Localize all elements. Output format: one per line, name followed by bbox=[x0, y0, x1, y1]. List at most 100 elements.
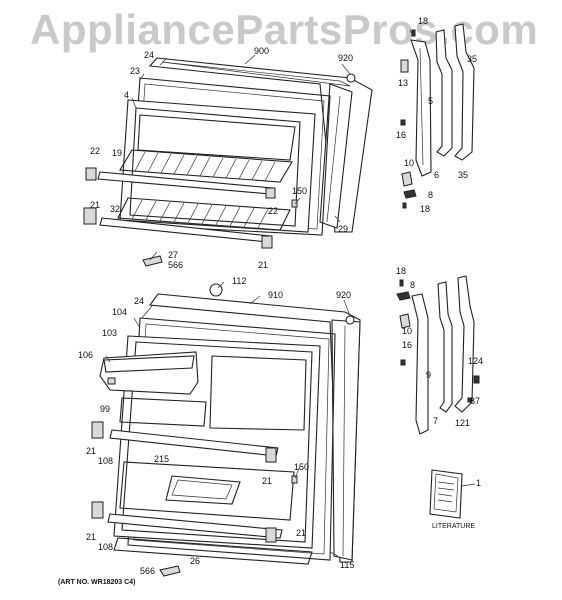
callout-22-right: 22 bbox=[268, 206, 279, 216]
callout-13: 13 bbox=[398, 78, 409, 88]
part-150-lower bbox=[291, 475, 298, 484]
callout-32: 32 bbox=[110, 204, 121, 214]
callout-9: 9 bbox=[426, 370, 432, 380]
door-shelf-bar-108-lower bbox=[107, 513, 283, 539]
callout-35: 35 bbox=[458, 170, 469, 180]
callout-26: 26 bbox=[190, 556, 201, 566]
callout-103: 103 bbox=[102, 328, 118, 338]
part-99 bbox=[107, 377, 116, 385]
callout-18-b: 18 bbox=[420, 204, 431, 214]
callout-566: 566 bbox=[168, 260, 184, 270]
screw-18-lower bbox=[402, 202, 407, 209]
callout-29: 29 bbox=[338, 224, 349, 234]
callout-24-b: 24 bbox=[134, 296, 145, 306]
hinge-13 bbox=[400, 59, 409, 73]
callout-106: 106 bbox=[78, 350, 94, 360]
callout-21-f: 21 bbox=[296, 528, 307, 538]
part-8-lower bbox=[396, 291, 411, 301]
part-10-upper bbox=[401, 171, 413, 187]
door-stop-26 bbox=[159, 565, 181, 577]
shelf-bracket-22-right bbox=[265, 187, 276, 199]
freezer-lower-shelf-grid bbox=[117, 197, 291, 231]
callout-21-e: 21 bbox=[86, 532, 97, 542]
callout-16: 16 bbox=[396, 130, 407, 140]
part-150-upper bbox=[291, 199, 298, 208]
callout-99: 99 bbox=[100, 404, 111, 414]
literature-caption: LITERATURE bbox=[432, 523, 476, 530]
callout-150-b: 150 bbox=[294, 462, 310, 472]
callout-104: 104 bbox=[112, 307, 128, 317]
shelf-bracket-21-left bbox=[83, 207, 97, 225]
callout-6: 6 bbox=[434, 170, 440, 180]
part-8-upper bbox=[403, 189, 417, 199]
callout-920: 920 bbox=[338, 53, 354, 63]
plug-920-upper bbox=[346, 73, 356, 83]
callout-18-c: 18 bbox=[396, 266, 407, 276]
egg-tray-215 bbox=[165, 475, 241, 505]
screw-16-lower bbox=[400, 359, 406, 366]
lower-handle-hardware bbox=[396, 275, 480, 435]
callout-108-b: 108 bbox=[98, 542, 114, 552]
handle-7 bbox=[437, 281, 453, 413]
callout-21-d: 21 bbox=[262, 476, 273, 486]
callout-108: 108 bbox=[98, 456, 114, 466]
callout-24: 24 bbox=[144, 50, 155, 60]
screw-16-upper bbox=[400, 119, 406, 126]
callout-112: 112 bbox=[232, 276, 247, 286]
watermark: AppliancePartsPros.com bbox=[30, 6, 539, 53]
shelf-bracket-21-mid-left bbox=[91, 421, 104, 439]
callout-4: 4 bbox=[124, 90, 130, 100]
art-number: (ART NO. WR18203 C4) bbox=[58, 579, 136, 586]
handle-trim-9 bbox=[411, 293, 429, 435]
freezer-door-side bbox=[319, 83, 353, 229]
callout-21: 21 bbox=[90, 200, 101, 210]
part-87 bbox=[467, 397, 472, 403]
freezer-upper-shelf-grid bbox=[119, 149, 293, 183]
callout-8: 8 bbox=[428, 190, 434, 200]
leader-lines bbox=[105, 29, 476, 557]
upper-right-compartment bbox=[209, 355, 307, 431]
handle-6 bbox=[435, 29, 453, 157]
callout-21-c: 21 bbox=[86, 446, 97, 456]
part-124 bbox=[473, 375, 480, 384]
callout-19: 19 bbox=[112, 148, 123, 158]
lower-bin bbox=[119, 461, 295, 521]
callout-215: 215 bbox=[154, 454, 170, 464]
fresh-food-door-assembly bbox=[91, 283, 361, 577]
shelf-bracket-21-mid-right bbox=[265, 447, 277, 463]
shelf-bracket-21-low-right bbox=[265, 527, 277, 543]
callout-21-b: 21 bbox=[258, 260, 269, 270]
callout-115: 115 bbox=[340, 560, 355, 570]
part-10-lower bbox=[399, 313, 411, 329]
callout-121: 121 bbox=[455, 418, 471, 428]
freezer-door-assembly bbox=[83, 57, 373, 267]
handle-trim-5 bbox=[410, 39, 432, 177]
callout-27: 27 bbox=[168, 250, 179, 260]
callout-920-b: 920 bbox=[336, 290, 352, 300]
callout-8-b: 8 bbox=[410, 280, 416, 290]
callout-5: 5 bbox=[428, 96, 434, 106]
callout-87: 87 bbox=[470, 396, 481, 406]
handle-35 bbox=[454, 23, 475, 161]
literature-booklet bbox=[429, 469, 463, 519]
shelf-bracket-22-left bbox=[85, 167, 97, 181]
callout-910: 910 bbox=[268, 290, 284, 300]
callout-35-top: 35 bbox=[467, 54, 478, 64]
callout-10: 10 bbox=[404, 158, 415, 168]
handle-121 bbox=[454, 275, 475, 413]
screw-18-c bbox=[399, 279, 404, 287]
callout-124: 124 bbox=[468, 356, 484, 366]
callout-16-b: 16 bbox=[402, 340, 413, 350]
callout-22: 22 bbox=[90, 146, 101, 156]
door-stop-27 bbox=[142, 255, 163, 267]
dairy-compartment-106 bbox=[99, 351, 199, 395]
callout-18: 18 bbox=[418, 16, 429, 26]
callout-7: 7 bbox=[433, 416, 439, 426]
freezer-door-liner bbox=[119, 99, 316, 233]
plug-920-lower bbox=[345, 315, 355, 325]
callout-23: 23 bbox=[130, 66, 141, 76]
shelf-bracket-21-low-left bbox=[91, 501, 104, 519]
shelf-bracket-21-right bbox=[261, 235, 273, 249]
